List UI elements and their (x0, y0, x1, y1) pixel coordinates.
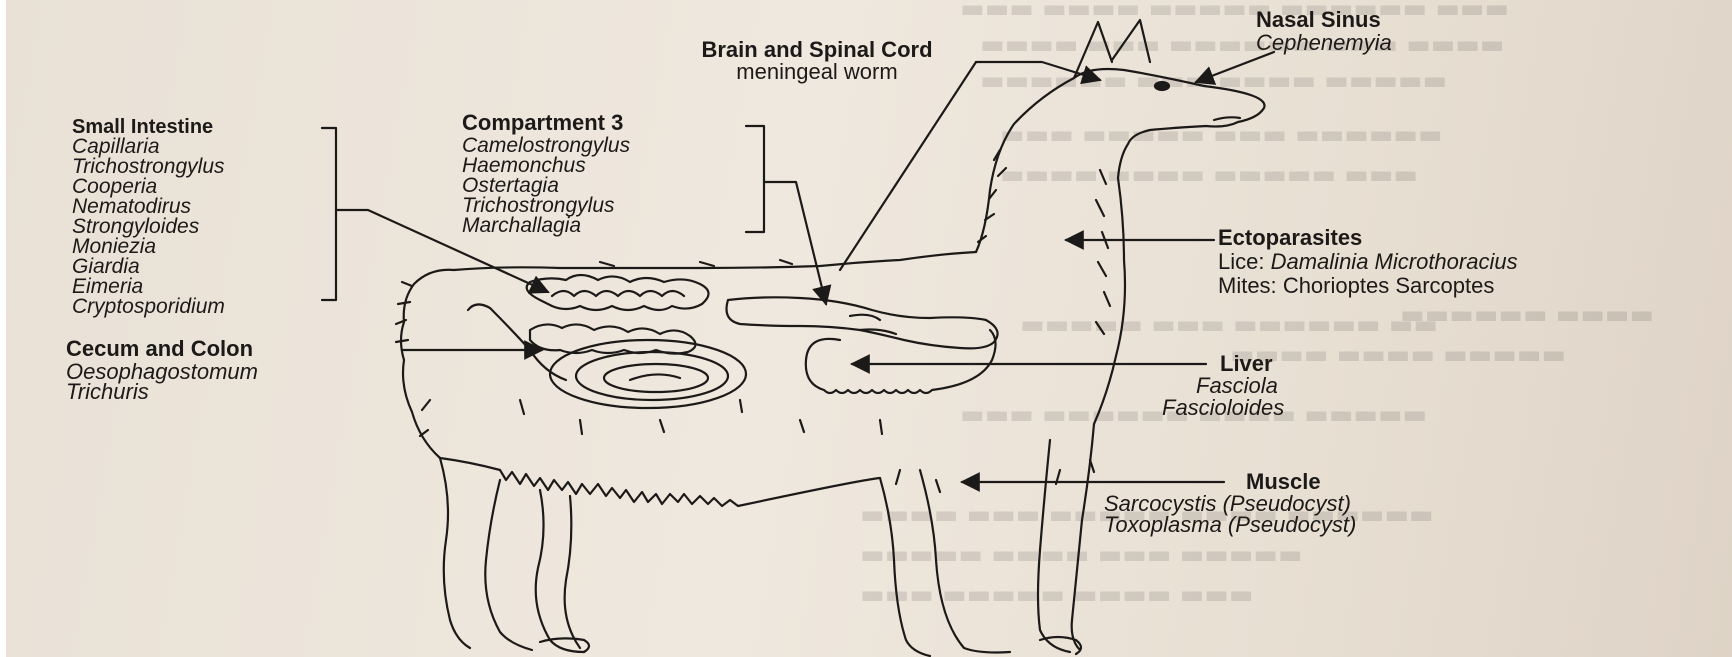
organ-small-intestine (527, 275, 709, 310)
ectoparasites-mites: Mites: Chorioptes Sarcoptes (1218, 275, 1518, 297)
label-nasal-sinus-item: Cephenemyia (1256, 33, 1392, 53)
label-liver-title: Liver (1220, 353, 1273, 375)
llama-front-leg-front (1072, 424, 1094, 650)
llama-back (454, 252, 976, 270)
small-intestine-item: Cryptosporidium (72, 297, 225, 317)
label-muscle: Muscle (1246, 471, 1321, 493)
llama-leg-fleece (896, 460, 1094, 492)
organ-compartment3 (727, 297, 998, 348)
label-nasal-sinus: Nasal Sinus Cephenemyia (1256, 9, 1392, 53)
small-intestine-item: Strongyloides (72, 217, 225, 237)
ectoparasites-lice: Lice: Damalinia Microthoracius (1218, 251, 1518, 273)
compartment3-item: Marchallagia (462, 216, 630, 236)
arrow-nasal-sinus (1196, 52, 1274, 82)
arrow-compartment3 (764, 182, 826, 304)
label-brain-title: Brain and Spinal Cord (630, 39, 1004, 61)
label-cecum-colon: Cecum and Colon Oesophagostomum Trichuri… (66, 338, 253, 360)
compartment3-item: Trichostrongylus (462, 196, 630, 216)
llama-eye (1155, 82, 1169, 90)
llama-hind-leg-front-back (565, 496, 580, 648)
llama-neck-wool-back (978, 150, 1006, 242)
compartment3-item: Haemonchus (462, 156, 630, 176)
small-intestine-item: Giardia (72, 257, 225, 277)
ectoparasites-lice-value: Damalinia Microthoracius (1271, 249, 1518, 274)
small-intestine-item: Trichostrongylus (72, 157, 225, 177)
llama-fleece (420, 260, 882, 436)
organ-colon-outer (550, 340, 746, 408)
label-brain: Brain and Spinal Cord meningeal worm (630, 39, 1004, 83)
llama-hind-leg-front (536, 490, 584, 652)
small-intestine-item: Nematodirus (72, 197, 225, 217)
small-intestine-item: Moniezia (72, 237, 225, 257)
small-intestine-item: Cooperia (72, 177, 225, 197)
ectoparasites-mites-prefix: Mites: (1218, 273, 1277, 298)
cecum-colon-list: Oesophagostomum Trichuris (66, 362, 258, 402)
llama-neck-back (976, 78, 1074, 252)
llama-ear-right (1112, 20, 1150, 62)
llama-neck-wool-front (1096, 170, 1110, 334)
muscle-item: Toxoplasma (Pseudocyst) (1104, 515, 1356, 535)
llama-belly (440, 458, 880, 506)
label-compartment3: Compartment 3 Camelostrongylus Haemonchu… (462, 112, 623, 134)
label-compartment3-title: Compartment 3 (462, 112, 623, 134)
muscle-list: Sarcocystis (Pseudocyst) Toxoplasma (Pse… (1104, 494, 1356, 535)
organ-liver-detail (850, 315, 896, 334)
liver-item: Fascioloides (1162, 398, 1284, 418)
organ-colon-inner (604, 364, 708, 392)
small-intestine-item: Eimeria (72, 277, 225, 297)
label-small-intestine-title: Small Intestine (72, 117, 213, 137)
llama-organs (468, 275, 998, 408)
label-ectoparasites-title: Ectoparasites (1218, 227, 1518, 249)
llama-front-leg-front-back (1038, 440, 1070, 652)
cecum-colon-item: Trichuris (66, 382, 258, 402)
llama-front-leg-back (880, 478, 930, 656)
llama-mouth (1214, 117, 1240, 120)
llama-front-leg-back-rear (920, 470, 1010, 653)
compartment3-item: Ostertagia (462, 176, 630, 196)
label-brain-item: meningeal worm (630, 61, 1004, 83)
liver-item: Fasciola (1196, 376, 1278, 396)
compartment3-list: Camelostrongylus Haemonchus Ostertagia T… (462, 136, 630, 236)
muscle-item: Sarcocystis (Pseudocyst) (1104, 494, 1356, 514)
line-brain-spinal-cord (840, 62, 976, 270)
llama-hind-leg-rear (440, 458, 470, 648)
organ-small-intestine-lower (530, 324, 696, 353)
label-nasal-sinus-title: Nasal Sinus (1256, 9, 1392, 31)
ectoparasites-mites-value: Chorioptes Sarcoptes (1283, 273, 1495, 298)
label-liver: Liver (1220, 353, 1273, 375)
label-cecum-colon-title: Cecum and Colon (66, 338, 253, 360)
llama-hind-leg-rear-back (485, 480, 532, 650)
compartment3-item: Camelostrongylus (462, 136, 630, 156)
small-intestine-bracket (322, 128, 336, 300)
organ-colon-core (630, 374, 680, 380)
ectoparasites-lice-prefix: Lice: (1218, 249, 1264, 274)
liver-list-b: Fascioloides (1162, 398, 1284, 418)
label-small-intestine: Small Intestine Capillaria Trichostrongy… (72, 117, 213, 137)
liver-list-a: Fasciola (1196, 376, 1278, 396)
label-ectoparasites: Ectoparasites Lice: Damalinia Microthora… (1218, 227, 1518, 297)
label-muscle-title: Muscle (1246, 471, 1321, 493)
small-intestine-list: Capillaria Trichostrongylus Cooperia Nem… (72, 137, 225, 317)
llama-neck-front (1094, 178, 1125, 424)
organ-small-intestine-inner (552, 291, 684, 296)
small-intestine-item: Capillaria (72, 137, 225, 157)
compartment3-bracket (746, 126, 764, 232)
